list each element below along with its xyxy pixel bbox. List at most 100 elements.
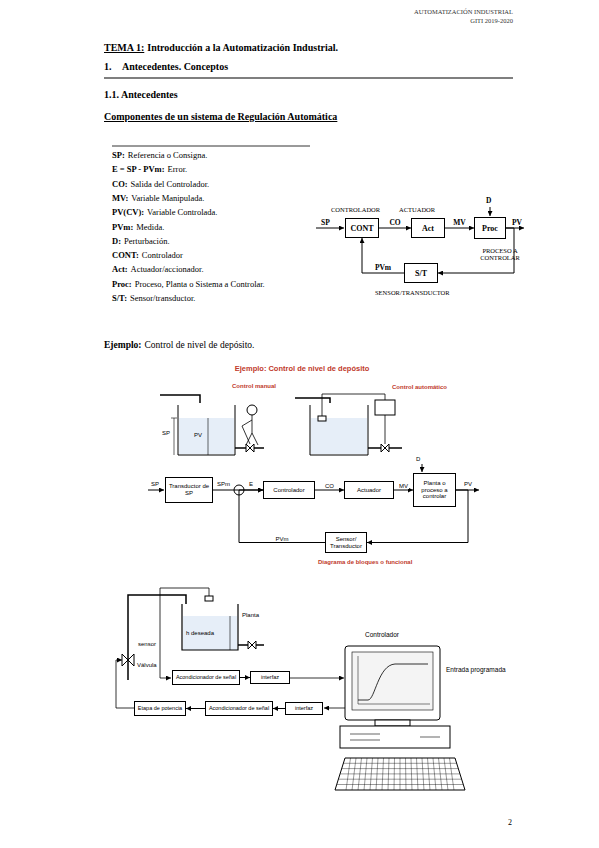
text-label: Error.	[168, 164, 188, 174]
text-label: PV	[194, 432, 202, 438]
text-label: PVm:	[112, 222, 133, 232]
text-label: D	[416, 456, 420, 462]
signal-arrow	[148, 490, 164, 491]
text-label: TEMA 1:	[104, 42, 144, 53]
connector-arrow	[273, 708, 285, 709]
box-text: Proc	[482, 224, 498, 233]
text-label: SENSOR/TRANSDUCTOR	[375, 289, 450, 296]
text-label: Variable Controlada.	[147, 207, 217, 217]
process-box: Proc	[474, 217, 506, 239]
process-box: Planta o proceso a controlar	[413, 473, 456, 507]
tank-illustration	[295, 394, 402, 455]
signal-label: PVm	[374, 263, 392, 272]
process-box: interfaz	[250, 671, 290, 684]
process-box: Acondicionador de señal	[172, 670, 240, 685]
text-label: Entrada programada	[446, 666, 506, 673]
connector-arrow	[379, 228, 411, 229]
signal-arrow	[316, 228, 344, 229]
signal-arrow	[490, 207, 491, 216]
text-label: Act:	[112, 264, 128, 274]
text-label: SP	[162, 430, 170, 436]
process-box: Etapa de potencia	[134, 701, 186, 716]
text-label: S/T:	[112, 293, 127, 303]
text-label: AUTOMATIZACIÓN INDUSTRIAL	[414, 8, 513, 15]
signal-arrow	[290, 678, 344, 679]
text-label: Salida del Controlador.	[131, 179, 210, 189]
text-label: Controlador	[142, 250, 183, 260]
signal-arrow	[422, 464, 423, 472]
text-label: 1.1. Antecedentes	[104, 89, 178, 100]
box-text: CONT	[350, 224, 373, 233]
text-label: D	[486, 196, 491, 205]
text-label: SPm	[217, 481, 230, 487]
connector-arrow	[394, 490, 413, 491]
text-label: Planta	[242, 612, 259, 618]
signal-label: PVm	[274, 536, 289, 542]
text-label: E = SP - PVm:	[112, 164, 165, 174]
box-text: Etapa de potencia	[138, 705, 182, 711]
text-label: Medida.	[136, 222, 164, 232]
text-label: Variable Manipulada.	[131, 193, 204, 203]
text-label: Referencia o Consigna.	[128, 150, 208, 160]
process-box: Controlador	[263, 481, 315, 499]
text-label: 1.	[104, 61, 112, 72]
text-label: Introducción a la Automatización Industr…	[147, 42, 338, 53]
signal-label: CO	[388, 218, 401, 227]
text-label: ACTUADOR	[399, 206, 435, 213]
box-text: Acondicionador de señal	[176, 674, 236, 680]
connector-arrow	[315, 490, 344, 491]
box-text: Acondicionador de señal	[209, 705, 269, 711]
text-label: Control automático	[392, 384, 447, 390]
text-label: SP	[321, 218, 330, 227]
plant-illustration	[116, 588, 264, 708]
text-label: CONTROLADOR	[331, 206, 380, 213]
text-label: MV:	[112, 193, 128, 203]
box-text: Transductor de SP	[168, 483, 210, 497]
connector-arrow	[186, 708, 205, 709]
text-label: h deseada	[186, 630, 214, 636]
text-label: CONT:	[112, 250, 139, 260]
text-label: SP:	[112, 150, 125, 160]
box-text: Planta o proceso a controlar	[416, 480, 453, 501]
process-box: Transductor de SP	[165, 477, 213, 503]
text-label: PROCESO A CONTROLAR	[474, 247, 526, 261]
process-box: Sensor/ Transductor	[325, 532, 367, 553]
text-label: PV	[464, 481, 472, 487]
box-text: Controlador	[273, 487, 304, 494]
text-label: SP	[151, 481, 159, 487]
connector-arrow	[240, 677, 250, 678]
text-label: Control manual	[232, 383, 276, 389]
process-box: S/T	[404, 263, 438, 283]
text-label: Sensor/transductor.	[130, 293, 195, 303]
connector-arrow	[445, 228, 474, 229]
process-box: Actuador	[344, 481, 394, 499]
text-label: Ejemplo: Control de nivel de depósito	[235, 364, 370, 373]
signal-label: MV	[398, 483, 409, 489]
text-label: Diagrama de bloques o funcional	[318, 559, 412, 565]
text-label: 2	[508, 818, 512, 827]
process-box: Act	[411, 218, 445, 238]
computer-illustration	[335, 646, 465, 790]
signal-arrow	[324, 708, 345, 709]
text-label: PV	[512, 218, 522, 227]
text-label: E	[249, 481, 253, 487]
text-label: Proc:	[112, 279, 132, 289]
box-text: interfaz	[261, 674, 279, 680]
text-label: Válvula	[137, 662, 157, 668]
box-text: Sensor/ Transductor	[328, 536, 364, 550]
text-label: Control de nivel de depósito.	[144, 340, 254, 350]
text-label: Actuador/accionador.	[131, 264, 204, 274]
heading-rule	[104, 77, 513, 78]
process-box: Acondicionador de señal	[205, 701, 273, 716]
signal-label: MV	[452, 218, 467, 227]
text-label: sensor	[138, 641, 156, 647]
text-label: Antecedentes. Conceptos	[122, 61, 228, 72]
text-label: GITI 2019-2020	[470, 17, 513, 24]
signal-label: CO	[324, 483, 335, 489]
text-label: CO:	[112, 179, 128, 189]
box-text: interfaz	[295, 705, 313, 711]
box-text: S/T	[415, 269, 427, 278]
box-text: Actuador	[357, 487, 381, 494]
